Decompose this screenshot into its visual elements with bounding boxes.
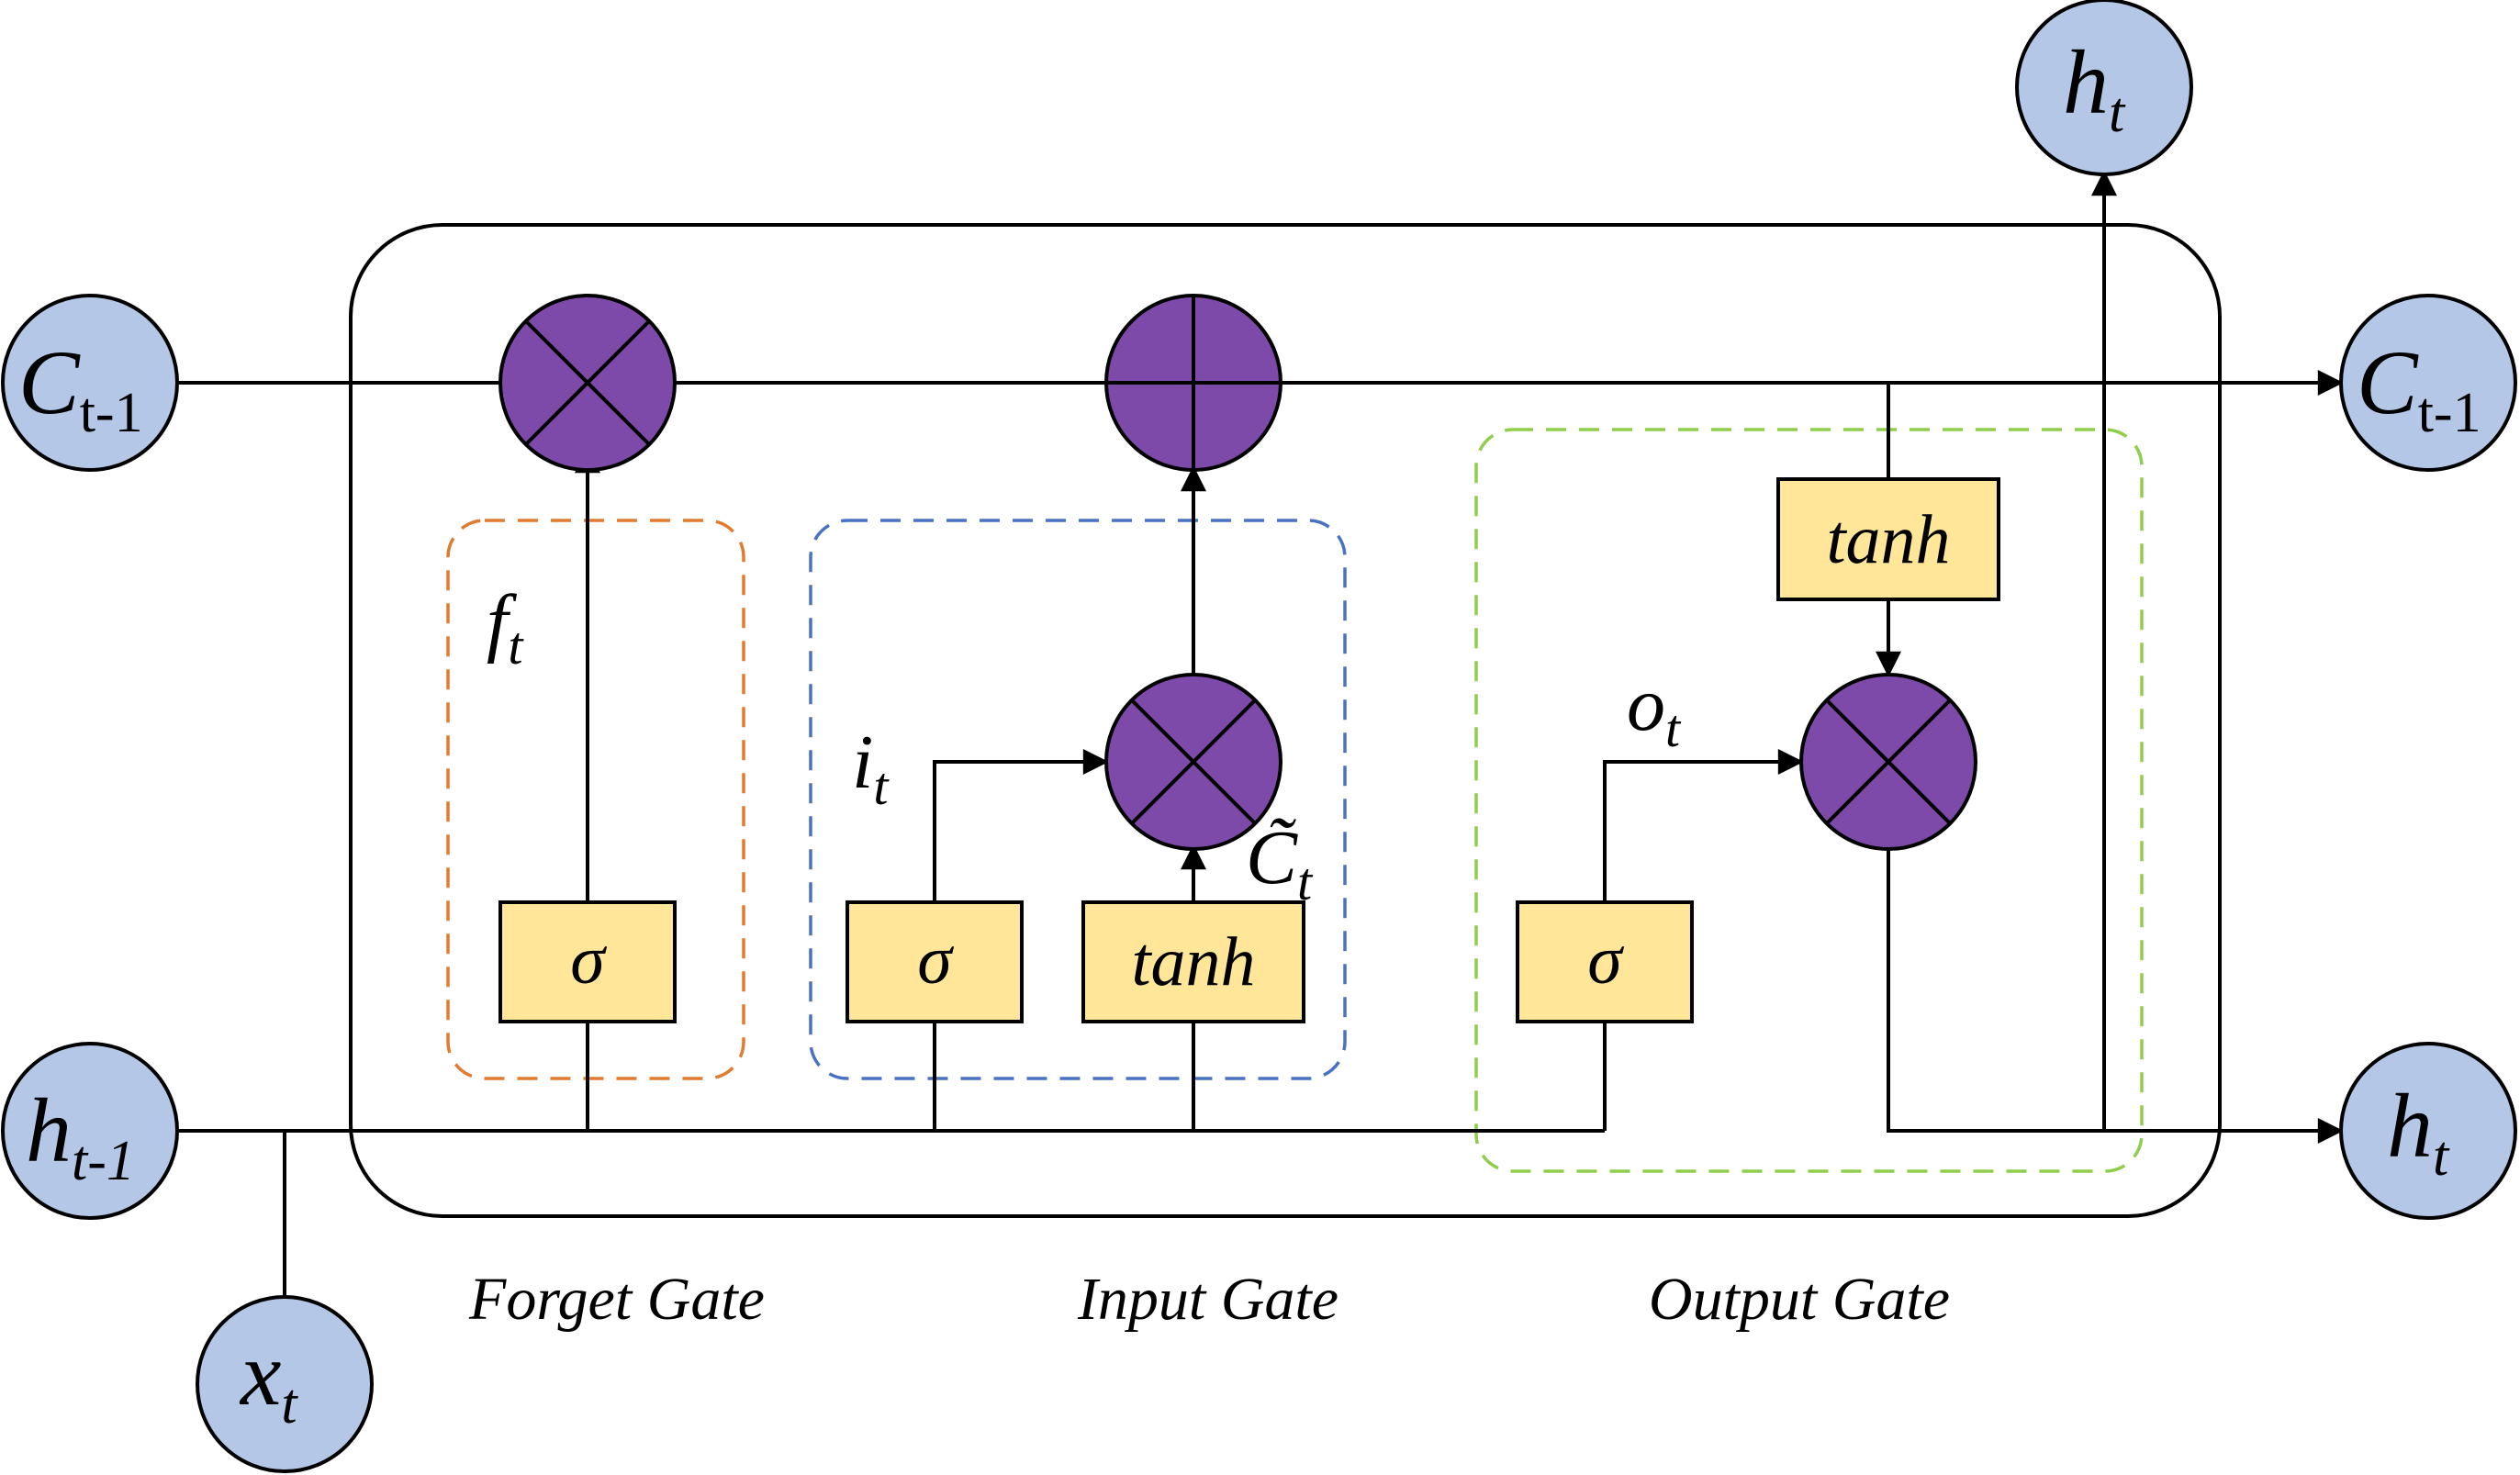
cell-boundary: [349, 223, 2222, 1218]
svg-text:Ct-1: Ct-1: [2357, 331, 2481, 444]
input-gate-region: [809, 519, 1347, 1080]
it-arrow: [933, 749, 1109, 902]
ht-output-line: [1887, 849, 2344, 1144]
output-gate-caption: Output Gate: [1649, 1266, 1950, 1333]
output-tanh-box: tanh: [1776, 477, 2000, 601]
xt-node: xt: [196, 1295, 374, 1473]
forget-sigma-box: σ: [498, 900, 677, 1023]
forget-gate-region: [446, 519, 745, 1080]
input-multiply-op: [1104, 673, 1282, 851]
output-sigma-box: σ: [1516, 900, 1694, 1023]
forget-gate-caption: Forget Gate: [468, 1266, 765, 1333]
svg-text:xt: xt: [239, 1323, 298, 1436]
output-gate-region: [1474, 428, 2144, 1173]
input-gate-caption: Input Gate: [1077, 1266, 1338, 1333]
svg-text:ht: ht: [2387, 1075, 2450, 1188]
output-sigma-label: σ: [1587, 922, 1624, 999]
c-next-node: Ct-1: [2339, 294, 2517, 472]
h-prev-node: ht-1: [1, 1042, 179, 1220]
c-prev-node: Ct-1: [1, 294, 179, 472]
connections: [178, 170, 2344, 1298]
svg-text:ht: ht: [2063, 31, 2126, 144]
output-multiply-op: [1799, 673, 1977, 851]
output-tanh-label: tanh: [1826, 501, 1950, 578]
forget-multiply-op: [498, 294, 677, 472]
ctilde-label: C̃t: [1246, 815, 1314, 911]
ft-label: ft: [487, 579, 524, 676]
forget-sigma-label: σ: [570, 922, 607, 999]
ht-top-node: ht: [2015, 0, 2193, 176]
input-tanh-box: tanh: [1081, 900, 1305, 1023]
svg-text:ht-1: ht-1: [26, 1079, 135, 1192]
it-label: it: [852, 720, 890, 816]
input-sigma-box: σ: [846, 900, 1024, 1023]
input-sigma-label: σ: [917, 922, 954, 999]
ot-arrow: [1603, 749, 1804, 902]
ht-right-node: ht: [2339, 1042, 2517, 1220]
ot-label: ot: [1627, 662, 1682, 758]
cell-add-op: [1104, 294, 1282, 472]
input-tanh-label: tanh: [1131, 923, 1255, 1000]
svg-text:Ct-1: Ct-1: [18, 331, 143, 444]
